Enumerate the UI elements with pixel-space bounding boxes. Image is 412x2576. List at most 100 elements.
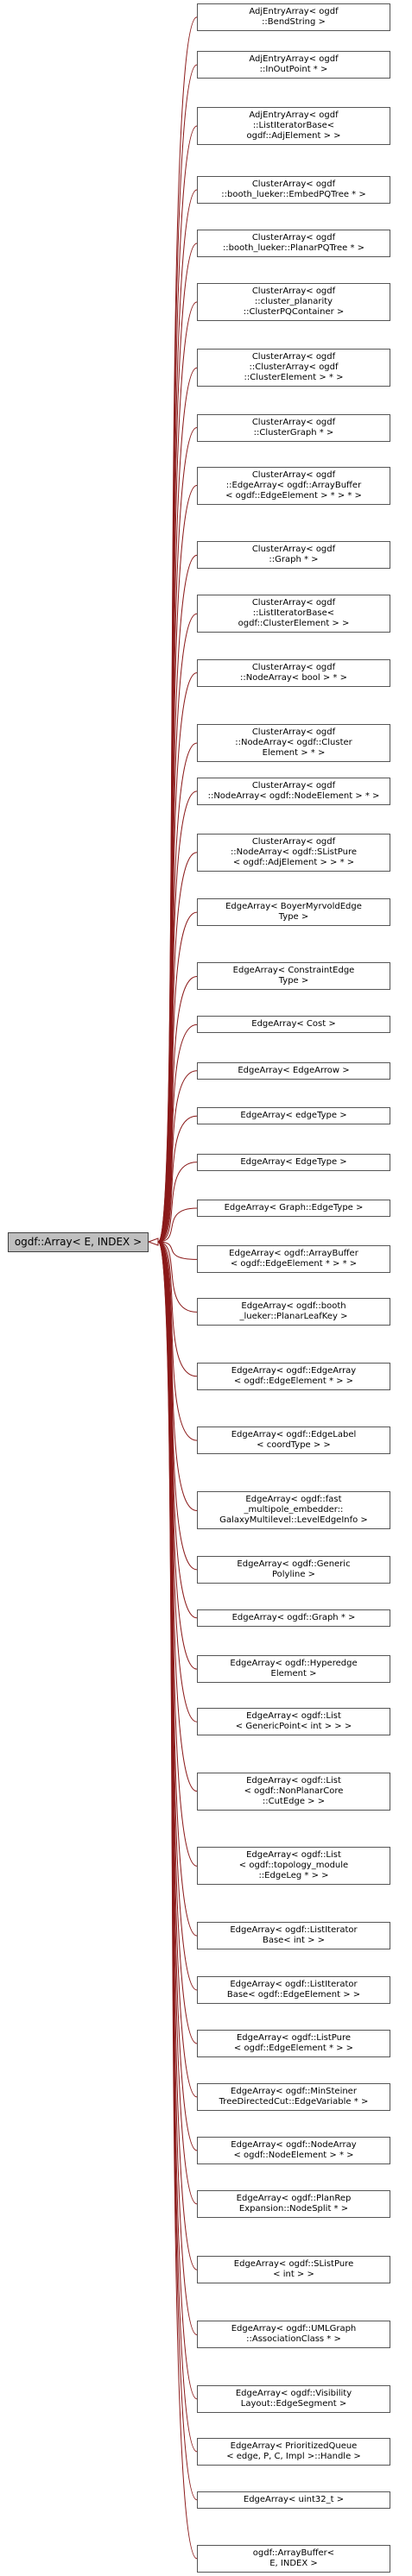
derived-class-node[interactable]: EdgeArray< ogdf::fast_multipole_embedder… <box>197 1491 390 1530</box>
derived-class-label-line: ::NodeArray< bool > * > <box>240 672 347 683</box>
inheritance-edge <box>157 1241 198 1313</box>
derived-class-node[interactable]: EdgeArray< ogdf::EdgeLabel< coordType > … <box>197 1427 390 1455</box>
derived-class-label-line: < ogdf::NodeElement > * > <box>233 2150 354 2160</box>
derived-class-node[interactable]: EdgeArray< ogdf::ListPure< ogdf::EdgeEle… <box>197 2029 390 2057</box>
root-class-node[interactable]: ogdf::Array< E, INDEX > <box>8 1232 149 1252</box>
derived-class-node[interactable]: EdgeArray< Cost > <box>197 1016 390 1034</box>
derived-class-node[interactable]: EdgeArray< ogdf::UMLGraph::AssociationCl… <box>197 2321 390 2349</box>
derived-class-label: ogdf::ArrayBuffer<E, INDEX > <box>253 2548 334 2569</box>
derived-class-label-line: EdgeArray< ogdf::EdgeLabel <box>231 1430 357 1440</box>
derived-class-node[interactable]: ClusterArray< ogdf::ListIteratorBase<ogd… <box>197 595 390 633</box>
derived-class-node[interactable]: EdgeArray< ogdf::List< ogdf::topology_mo… <box>197 1847 390 1886</box>
derived-class-label-line: Element > <box>270 1669 317 1679</box>
inheritance-edge <box>157 1162 198 1243</box>
derived-class-node[interactable]: ClusterArray< ogdf::NodeArray< ogdf::SLi… <box>197 833 390 872</box>
derived-class-label-line: EdgeArray< BoyerMyrvoldEdge <box>225 902 362 912</box>
derived-class-label-line: AdjEntryArray< ogdf <box>249 110 339 120</box>
derived-class-label-line: E, INDEX > <box>269 2558 318 2568</box>
inheritance-edge <box>157 975 198 1243</box>
inheritance-edge <box>157 16 198 1243</box>
derived-class-node[interactable]: EdgeArray< ogdf::List< GenericPoint< int… <box>197 1708 390 1736</box>
derived-class-label-line: ClusterArray< ogdf <box>251 286 336 296</box>
derived-class-label-line: EdgeArray< PrioritizedQueue <box>230 2441 358 2451</box>
derived-class-label-line: ::ListIteratorBase< <box>252 120 335 130</box>
derived-class-node[interactable]: EdgeArray< uint32_t > <box>197 2491 390 2509</box>
derived-class-label-line: EdgeArray< EdgeArrow > <box>238 1065 350 1075</box>
derived-class-label-line: Expansion::NodeSplit * > <box>238 2203 349 2214</box>
derived-class-label-line: ::AssociationClass * > <box>246 2334 341 2345</box>
derived-class-label-line: ClusterArray< ogdf <box>251 417 336 427</box>
derived-class-node[interactable]: AdjEntryArray< ogdf::BendString > <box>197 3 390 31</box>
derived-class-node[interactable]: ClusterArray< ogdf::Graph * > <box>197 541 390 570</box>
derived-class-node[interactable]: EdgeArray< EdgeType > <box>197 1153 390 1171</box>
derived-class-node[interactable]: EdgeArray< ogdf::booth_lueker::PlanarLea… <box>197 1298 390 1326</box>
derived-class-node[interactable]: ClusterArray< ogdf::NodeArray< bool > * … <box>197 658 390 687</box>
derived-class-label-line: ClusterArray< ogdf <box>251 180 336 190</box>
derived-class-node[interactable]: EdgeArray< ogdf::Graph * > <box>197 1609 390 1627</box>
derived-class-node[interactable]: EdgeArray< ogdf::NodeArray< ogdf::NodeEl… <box>197 2136 390 2164</box>
derived-class-node[interactable]: AdjEntryArray< ogdf::InOutPoint * > <box>197 51 390 79</box>
inheritance-edge <box>157 1241 198 1723</box>
derived-class-label: ClusterArray< ogdf::booth_lueker::Planar… <box>223 233 364 254</box>
derived-class-label: EdgeArray< Graph::EdgeType > <box>225 1203 364 1213</box>
derived-class-label-line: ClusterArray< ogdf <box>251 352 336 362</box>
derived-class-label-line: Element > * > <box>262 747 326 758</box>
derived-class-node[interactable]: EdgeArray< edgeType > <box>197 1107 390 1125</box>
derived-class-node[interactable]: ClusterArray< ogdf::ClusterArray< ogdf::… <box>197 349 390 387</box>
derived-class-label: EdgeArray< PrioritizedQueue< edge, P, C,… <box>226 2441 361 2462</box>
derived-class-label-line: ::EdgeLeg * > > <box>258 1871 329 1881</box>
derived-class-label: ClusterArray< ogdf::booth_lueker::EmbedP… <box>221 180 366 200</box>
derived-class-label: EdgeArray< ogdf::EdgeLabel< coordType > … <box>231 1430 357 1451</box>
inheritance-edge <box>157 1241 198 1441</box>
derived-class-label-line: ::ClusterArray< ogdf <box>249 362 339 373</box>
derived-class-node[interactable]: ClusterArray< ogdf::cluster_planarity::C… <box>197 282 390 321</box>
inheritance-edge <box>157 1241 198 2560</box>
derived-class-node[interactable]: EdgeArray< Graph::EdgeType > <box>197 1200 390 1217</box>
derived-class-label-line: ::EdgeArray< ogdf::ArrayBuffer <box>225 480 362 490</box>
derived-class-label-line: EdgeArray< Graph::EdgeType > <box>224 1203 364 1212</box>
derived-class-label: EdgeArray< EdgeArrow > <box>238 1066 349 1076</box>
inheritance-arrowhead <box>147 1238 159 1246</box>
derived-class-label-line: TreeDirectedCut::EdgeVariable * > <box>219 2096 369 2107</box>
derived-class-node[interactable]: EdgeArray< ogdf::List< ogdf::NonPlanarCo… <box>197 1772 390 1811</box>
derived-class-node[interactable]: ClusterArray< ogdf::ClusterGraph * > <box>197 413 390 442</box>
derived-class-node[interactable]: ogdf::ArrayBuffer<E, INDEX > <box>197 2544 390 2573</box>
derived-class-node[interactable]: ClusterArray< ogdf::booth_lueker::EmbedP… <box>197 176 390 205</box>
derived-class-label: ClusterArray< ogdf::NodeArray< ogdf::Nod… <box>208 781 380 802</box>
derived-class-label: EdgeArray< ogdf::EdgeArray< ogdf::EdgeEl… <box>231 1366 356 1387</box>
derived-class-node[interactable]: AdjEntryArray< ogdf::ListIteratorBase<og… <box>197 106 390 145</box>
derived-class-label: EdgeArray< ogdf::List< GenericPoint< int… <box>236 1711 352 1732</box>
derived-class-label: EdgeArray< EdgeType > <box>240 1157 346 1168</box>
derived-class-label-line: AdjEntryArray< ogdf <box>249 6 339 16</box>
derived-class-label-line: EdgeArray< ogdf::SListPure <box>233 2259 354 2270</box>
derived-class-label-line: ::CutEdge > > <box>262 1796 326 1806</box>
derived-class-label-line: ::ClusterGraph * > <box>253 427 334 438</box>
derived-class-node[interactable]: ClusterArray< ogdf::NodeArray< ogdf::Clu… <box>197 723 390 762</box>
derived-class-node[interactable]: ClusterArray< ogdf::NodeArray< ogdf::Nod… <box>197 777 390 805</box>
derived-class-label-line: < int > > <box>273 2270 314 2280</box>
derived-class-label: ClusterArray< ogdf::NodeArray< bool > * … <box>240 663 347 683</box>
inheritance-edge <box>157 1070 198 1243</box>
derived-class-node[interactable]: EdgeArray< EdgeArrow > <box>197 1061 390 1080</box>
derived-class-node[interactable]: ClusterArray< ogdf::booth_lueker::Planar… <box>197 229 390 257</box>
derived-class-node[interactable]: EdgeArray< ogdf::ArrayBuffer< ogdf::Edge… <box>197 1245 390 1274</box>
derived-class-label-line: < ogdf::EdgeElement * > > <box>233 1376 354 1386</box>
derived-class-node[interactable]: EdgeArray< ogdf::EdgeArray< ogdf::EdgeEl… <box>197 1362 390 1390</box>
inheritance-edge <box>157 790 198 1243</box>
derived-class-node[interactable]: EdgeArray< PrioritizedQueue< edge, P, C,… <box>197 2437 390 2466</box>
derived-class-label-line: EdgeArray< EdgeType > <box>240 1156 347 1167</box>
derived-class-node[interactable]: ClusterArray< ogdf::EdgeArray< ogdf::Arr… <box>197 466 390 505</box>
derived-class-node[interactable]: EdgeArray< ogdf::SListPure< int > > <box>197 2256 390 2284</box>
